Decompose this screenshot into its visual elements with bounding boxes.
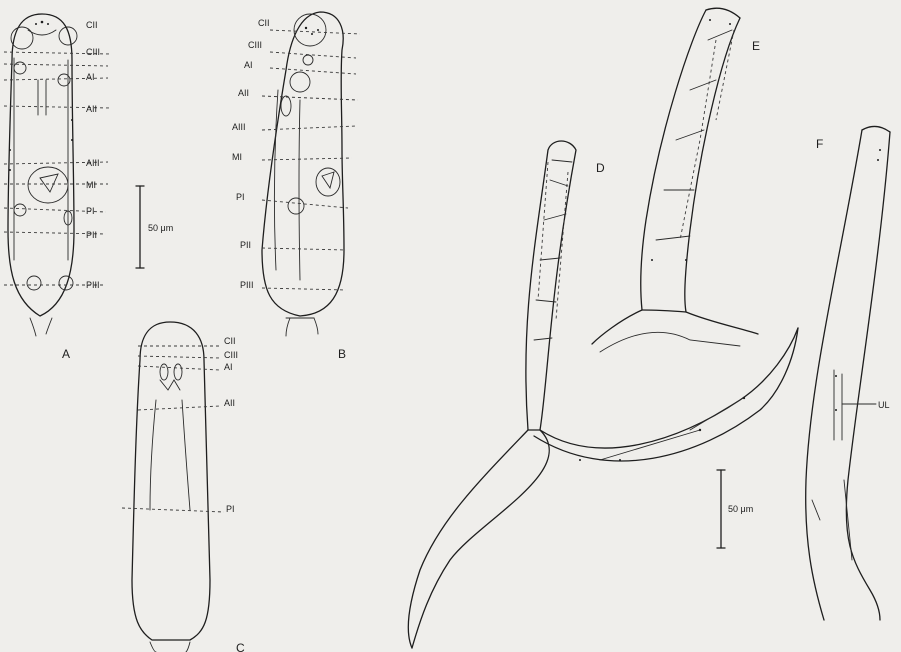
label-c-ciii: CIII <box>224 350 238 360</box>
label-a-mi: MI <box>86 180 96 190</box>
label-a-ciii: CIII <box>86 47 100 57</box>
label-a-pi: PI <box>86 206 95 216</box>
label-c-ai: AI <box>224 362 233 372</box>
label-a-ai: AI <box>86 72 95 82</box>
panel-letter-a: A <box>62 347 70 361</box>
panel-f: UL F <box>806 126 890 620</box>
scale-bar-right: 50 μm <box>717 470 753 548</box>
label-c-pi: PI <box>226 504 235 514</box>
label-b-cii: CII <box>258 18 270 28</box>
panel-letter-f: F <box>816 137 823 151</box>
label-b-mi: MI <box>232 152 242 162</box>
scale-bar-left: 50 μm <box>136 186 173 268</box>
panel-letter-b: B <box>338 347 346 361</box>
panel-a: CII CIII AI AII AIII MI PI PII PIII A <box>4 14 110 361</box>
label-b-aii: AII <box>238 88 249 98</box>
label-b-piii: PIII <box>240 280 254 290</box>
panel-e: E <box>592 8 760 352</box>
label-a-piii: PIII <box>86 280 100 290</box>
label-c-aii: AII <box>224 398 235 408</box>
label-a-aii: AII <box>86 104 97 114</box>
panel-letter-e: E <box>752 39 760 53</box>
label-f-ul: UL <box>878 400 890 410</box>
label-b-ai: AI <box>244 60 253 70</box>
label-c-cii: CII <box>224 336 236 346</box>
label-a-pii: PII <box>86 230 97 240</box>
panel-c: CII CIII AI AII PI C <box>122 322 245 652</box>
label-a-cii: CII <box>86 20 98 30</box>
panel-d: D <box>408 141 798 648</box>
label-b-pi: PI <box>236 192 245 202</box>
scale-label-right: 50 μm <box>728 504 753 514</box>
panel-letter-c: C <box>236 641 245 652</box>
label-b-aiii: AIII <box>232 122 246 132</box>
label-b-pii: PII <box>240 240 251 250</box>
label-b-ciii: CIII <box>248 40 262 50</box>
panel-letter-d: D <box>596 161 605 175</box>
label-a-aiii: AIII <box>86 158 100 168</box>
scale-label-left: 50 μm <box>148 223 173 233</box>
panel-b: CII CIII AI AII AIII MI PI PII PIII B <box>232 12 360 361</box>
